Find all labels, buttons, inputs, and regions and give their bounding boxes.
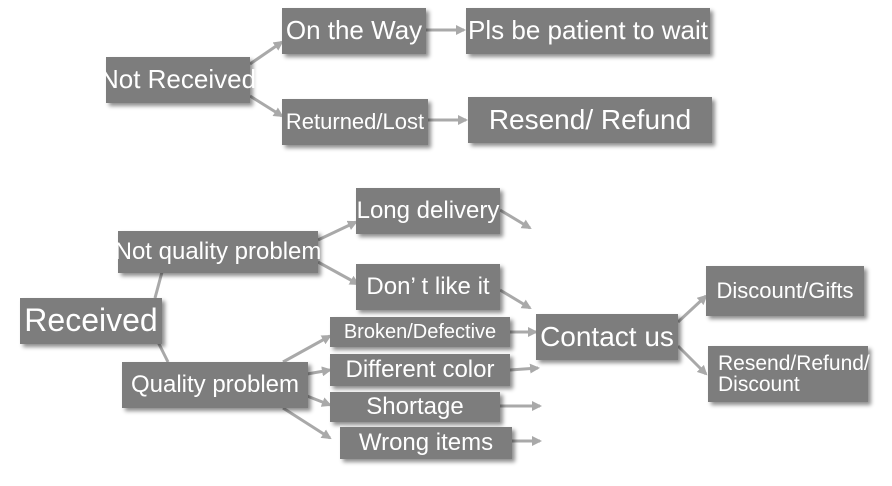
- arrow-not-quality-to-long-delivery: [317, 220, 358, 242]
- arrow-color-to-right: [509, 363, 540, 374]
- node-discount-gifts: Discount/Gifts: [706, 266, 864, 316]
- line-received-to-quality: [156, 341, 170, 363]
- node-contact-us: Contact us: [536, 314, 678, 360]
- node-pls-be-patient: Pls be patient to wait: [466, 8, 710, 54]
- node-different-color: Different color: [330, 354, 510, 386]
- node-long-delivery: Long delivery: [356, 188, 500, 234]
- arrow-not-received-to-on-the-way: [249, 40, 284, 66]
- arrow-dont-like-to-contact: [499, 288, 532, 310]
- arrow-long-delivery-to-right: [499, 208, 532, 230]
- node-not-quality-problem: Not quality problem: [115, 231, 321, 273]
- arrow-quality-to-shortage: [306, 394, 332, 407]
- arrow-quality-to-wrong: [282, 406, 332, 440]
- arrow-quality-to-color: [306, 366, 332, 377]
- arrow-not-quality-to-dont-like: [317, 260, 360, 286]
- line-received-to-not-quality: [153, 271, 164, 299]
- arrow-not-received-to-returned: [249, 94, 284, 118]
- node-wrong-items: Wrong items: [340, 427, 512, 459]
- node-on-the-way: On the Way: [282, 8, 426, 54]
- node-quality-problem: Quality problem: [122, 362, 308, 408]
- arrow-contact-to-discount: [676, 294, 708, 324]
- node-shortage: Shortage: [330, 392, 500, 422]
- node-resend-refund-discount: Resend/Refund/ Discount: [708, 346, 870, 402]
- arrow-contact-to-resend: [676, 344, 708, 376]
- node-broken-defective: Broken/Defective: [330, 317, 510, 347]
- node-resend-refund: Resend/ Refund: [468, 97, 712, 143]
- node-not-received: Not Received: [100, 57, 256, 103]
- arrow-quality-to-broken: [282, 334, 332, 364]
- node-dont-like-it: Don’ t like it: [356, 264, 500, 310]
- node-returned-lost: Returned/Lost: [282, 99, 428, 145]
- node-received: Received: [20, 298, 162, 344]
